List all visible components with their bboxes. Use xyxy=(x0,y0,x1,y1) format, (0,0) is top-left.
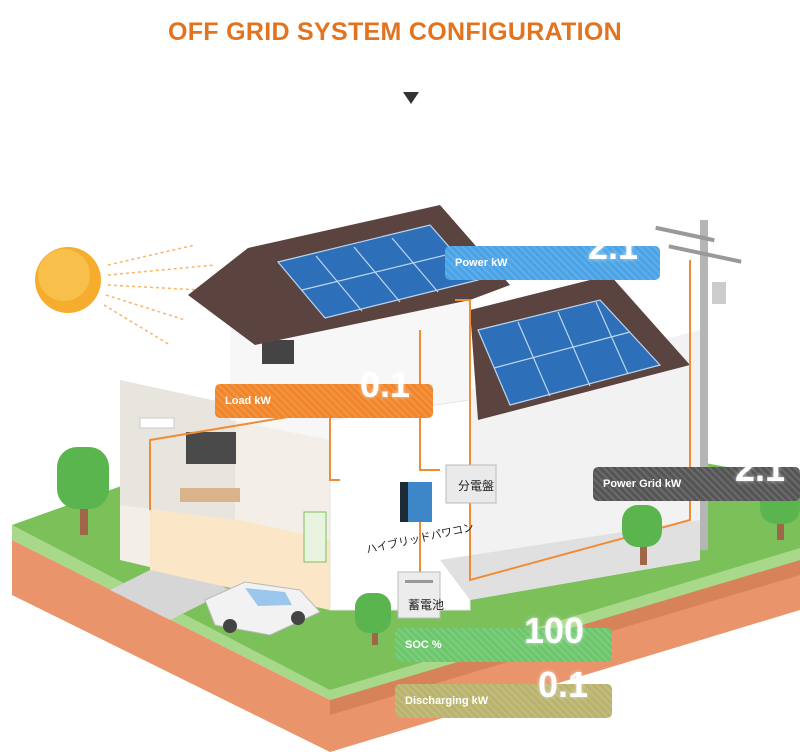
soc-value: 100 xyxy=(524,610,585,651)
car-icon xyxy=(204,581,321,636)
distribution-board-label: 分電盤 xyxy=(458,479,495,493)
page-title: OFF GRID SYSTEM CONFIGURATION xyxy=(167,18,623,46)
power-value: 2.1 xyxy=(588,226,639,267)
battery-icon xyxy=(397,571,441,619)
tree-icon xyxy=(622,505,662,565)
sun-icon xyxy=(35,244,216,346)
grid-value: 2.1 xyxy=(735,448,786,489)
power-label: Power kW xyxy=(455,257,508,269)
battery-label: 蓄電池 xyxy=(408,598,445,612)
living-room xyxy=(120,380,330,610)
grid-label: Power Grid kW xyxy=(603,478,682,490)
down-arrow-icon xyxy=(403,92,419,104)
power-panel: Power kW xyxy=(445,246,660,280)
load-panel: Load kW xyxy=(215,384,433,418)
roof-left xyxy=(188,205,510,345)
discharging-panel: Discharging kW xyxy=(395,684,612,718)
load-value: 0.1 xyxy=(360,364,411,405)
tree-icon xyxy=(355,593,391,645)
hybrid-inverter-icon xyxy=(400,482,432,522)
discharging-value: 0.1 xyxy=(538,664,589,705)
soc-panel: SOC % xyxy=(395,628,612,662)
load-label: Load kW xyxy=(225,395,271,407)
tree-icon xyxy=(57,447,109,535)
utility-pole xyxy=(655,220,742,550)
distribution-board-icon xyxy=(445,464,497,504)
ev-charger-icon xyxy=(303,511,327,563)
soc-label: SOC % xyxy=(405,639,442,651)
discharging-label: Discharging kW xyxy=(405,695,489,707)
roof-right xyxy=(470,275,690,420)
grid-panel: Power Grid kW xyxy=(593,467,800,501)
